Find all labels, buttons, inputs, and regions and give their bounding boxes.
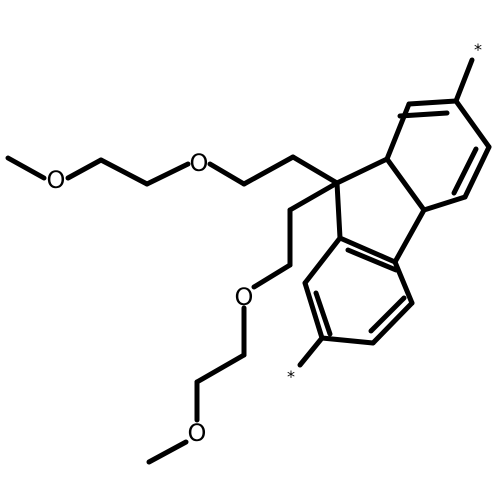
bond — [451, 146, 479, 196]
bond — [290, 154, 340, 186]
bond — [397, 110, 450, 119]
bond — [251, 262, 293, 290]
bond — [297, 335, 325, 368]
bond — [406, 98, 459, 107]
bond — [384, 156, 427, 213]
bond — [144, 161, 191, 187]
attachment-star-label: * — [287, 367, 295, 386]
attachment-star-label: * — [474, 40, 482, 59]
bond — [207, 161, 247, 187]
bond — [334, 156, 390, 186]
bond — [146, 439, 189, 465]
oxygen-atom-label: O — [190, 149, 209, 177]
oxygen-atom-label: O — [188, 419, 207, 447]
bond — [319, 335, 376, 346]
bond — [302, 280, 325, 341]
bond — [241, 154, 296, 187]
bond — [287, 180, 340, 213]
bond — [453, 98, 492, 150]
atom-labels: O O O O * * — [47, 40, 482, 447]
oxygen-atom-label: O — [47, 166, 66, 194]
bond — [384, 101, 412, 162]
bond — [313, 290, 333, 337]
bond — [345, 247, 399, 273]
bond — [392, 207, 427, 265]
bond — [337, 235, 398, 265]
bond — [334, 180, 343, 241]
bond — [302, 235, 343, 286]
bonds — [5, 57, 492, 465]
bond — [98, 157, 150, 187]
bond — [370, 300, 415, 346]
bond — [368, 295, 407, 334]
bond — [421, 194, 468, 213]
bond — [462, 144, 492, 200]
bond — [453, 57, 475, 104]
bond — [5, 155, 47, 181]
oxygen-atom-label: O — [235, 283, 254, 311]
bond — [194, 352, 247, 385]
bond — [65, 157, 104, 181]
